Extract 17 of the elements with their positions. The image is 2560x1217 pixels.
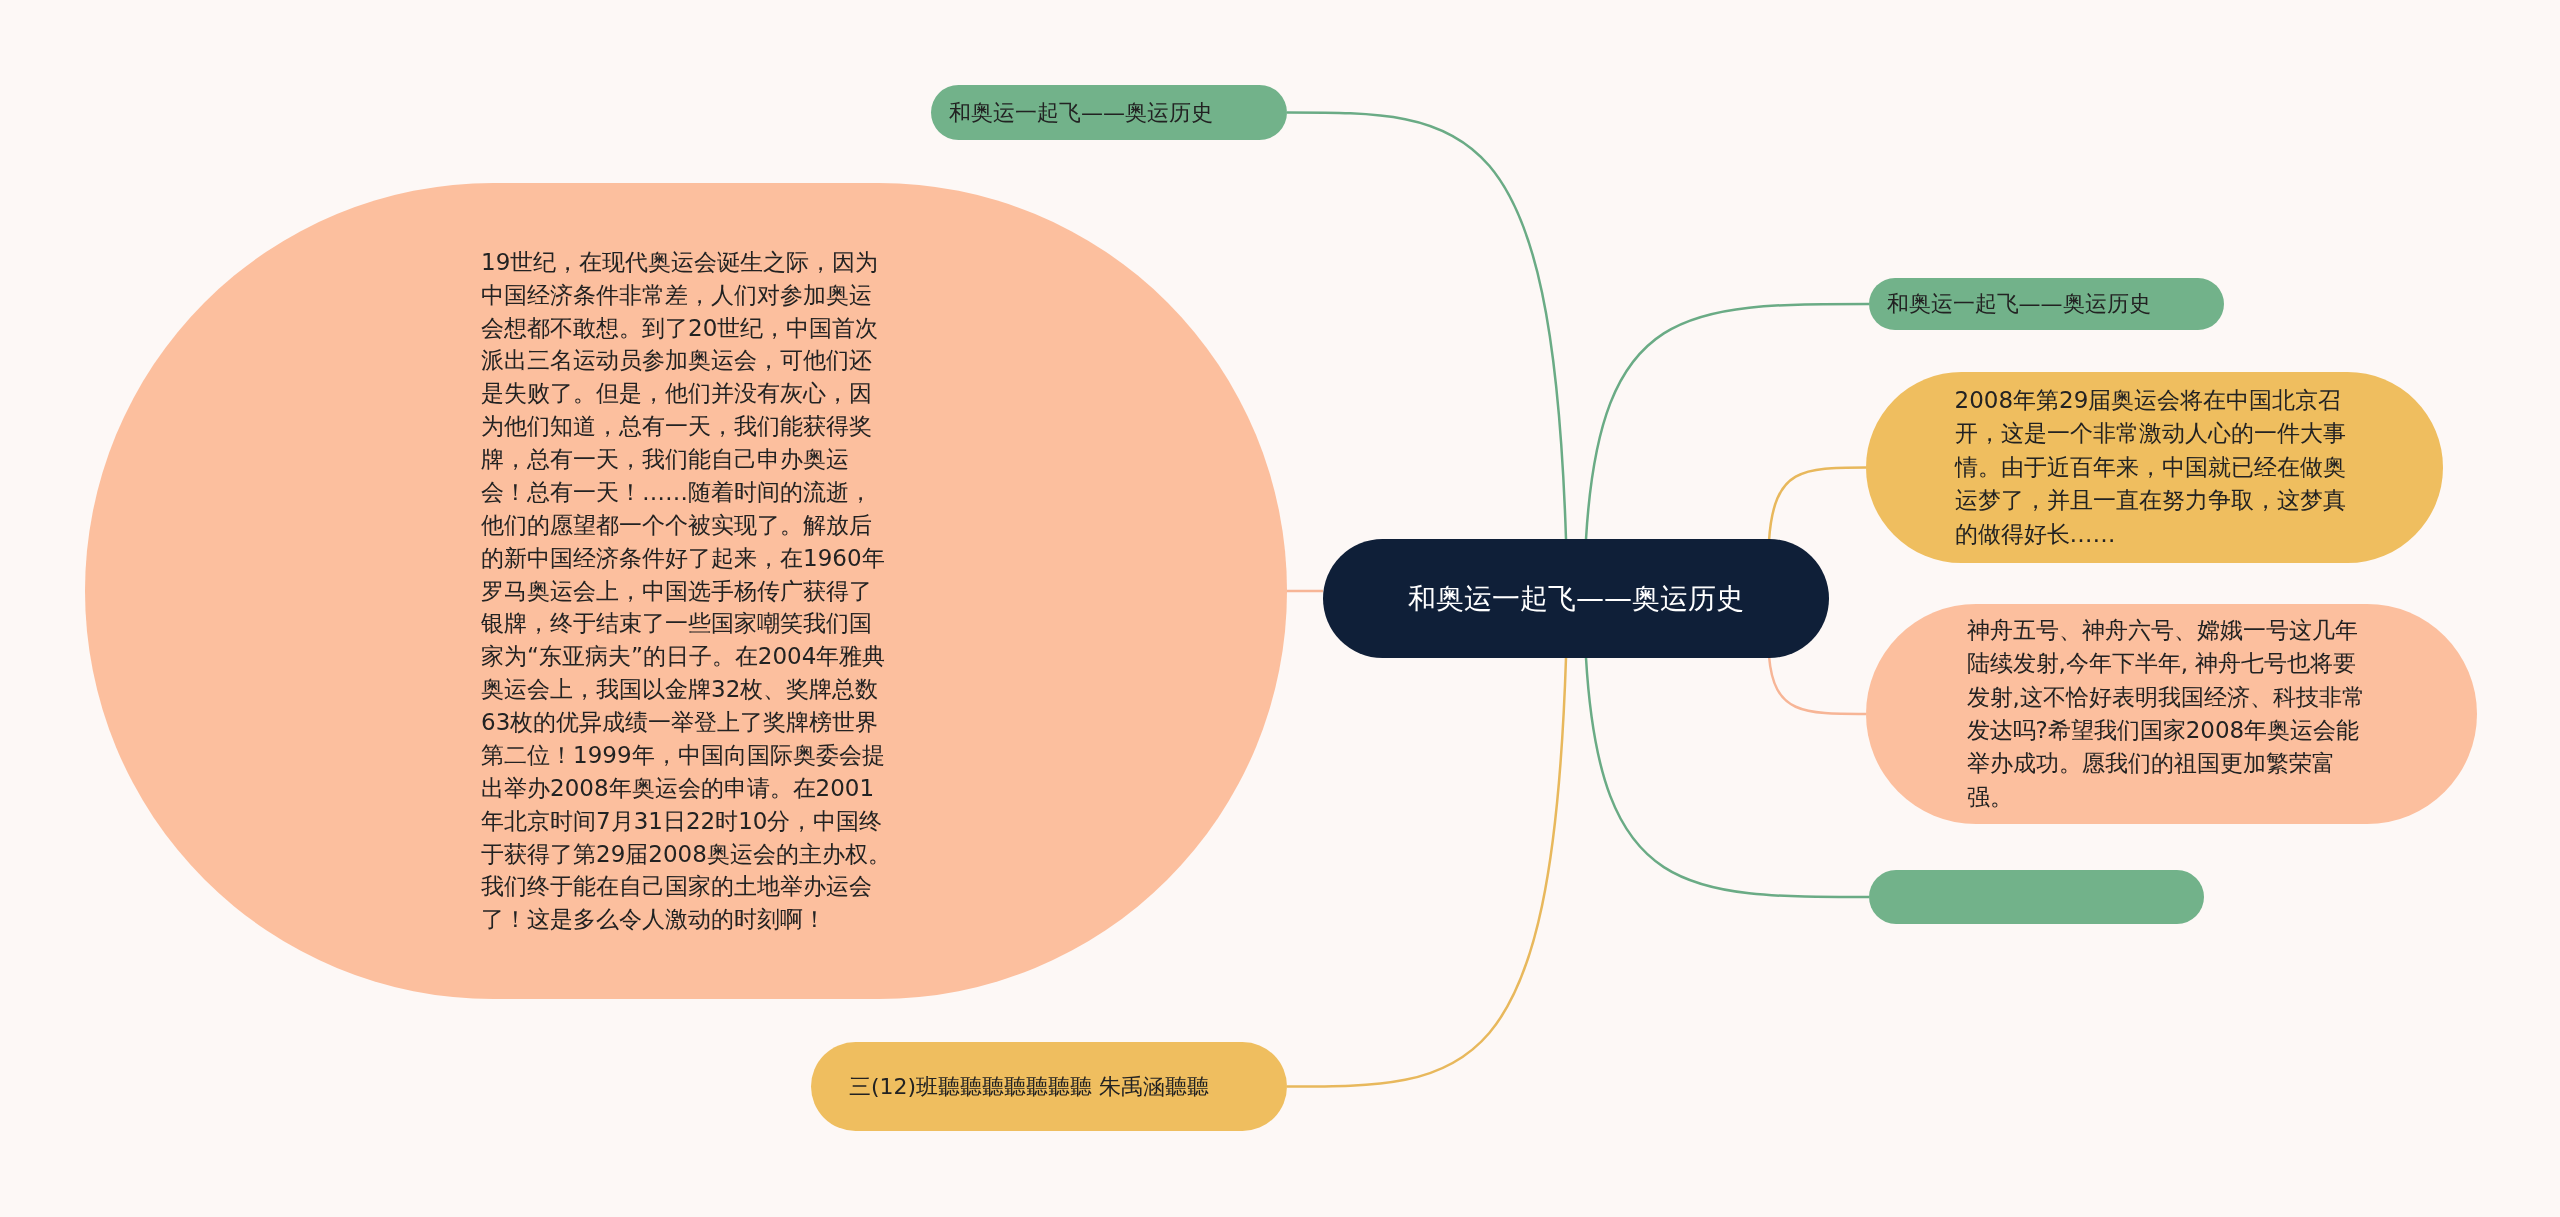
empty-pill [1869, 870, 2204, 924]
topic-text: 2008年第29届奥运会将在中国北京召开，这是一个非常激动人心的一件大事情。由于近百年来，中国就已经在做奥运梦了，并且一直在努力争取，这梦真的做得好长…… [1954, 386, 2347, 549]
topic-text: 神舟五号、神舟六号、嫦娥一号这几年陆续发射,今年下半年, 神舟七号也将要发射,这不恰好表明我国经济、科技非常发达吗?希望我们国家2008年奥运会能举办成功。愿我们的祖国更加繁荣富强。 [1966, 615, 2366, 812]
topic-pill [931, 85, 1287, 140]
connector-line [1287, 657, 1568, 1088]
topic-text: 和奥运一起飞——奥运历史 [1886, 290, 2152, 319]
connector-line [1584, 657, 1869, 899]
topic-text: 三(12)班聽聽聽聽聽聽聽 朱禹涵聽聽 [849, 1072, 1211, 1101]
connector-line [1767, 466, 1866, 542]
topic-text: 和奥运一起飞——奥运历史 [949, 98, 1214, 127]
connector-line [1767, 655, 1866, 716]
topic-text: 19世纪，在现代奥运会诞生之际，因为中国经济条件非常差，人们对参加奥运会想都不敢想。到了20世纪，中国首次派出三名运动员参加奥运会，可他们还是失败了。但是，他们并没有灰心，因为他们知道，总有一天，我们能获得奖牌，总有一天，我们能自己申办奥运会！总有一天！……随着时间的流逝，他们的愿望都一个个被实现了。解放后的新中国经济条件好了起来，在1960年罗马奥运会上，中国选手杨传广获得了银牌，终于结束了一些国家嘲笑我们国家为“东亚病夫”的日子。在2004年雅典奥运会上，我国以金牌32枚、奖牌总数63枚的优异成绩一举登上了奖牌榜世界第二位！1999年，中国向国际奥委会提出举办2008年奥运会的申请。在2001年北京时间7月31日22时10分，中国终于获得了第29届2008奥运会的主办权。我们终于能在自己国家的土地举办运会了！这是多么令人激动的时刻啊！ [481, 247, 891, 935]
connector-line [1287, 589, 1323, 593]
connector-line [1584, 302, 1869, 540]
topic-text: 和奥运一起飞——奥运历史 [1407, 580, 1745, 617]
connector-line [1287, 111, 1568, 540]
topic-pill [1869, 278, 2224, 330]
